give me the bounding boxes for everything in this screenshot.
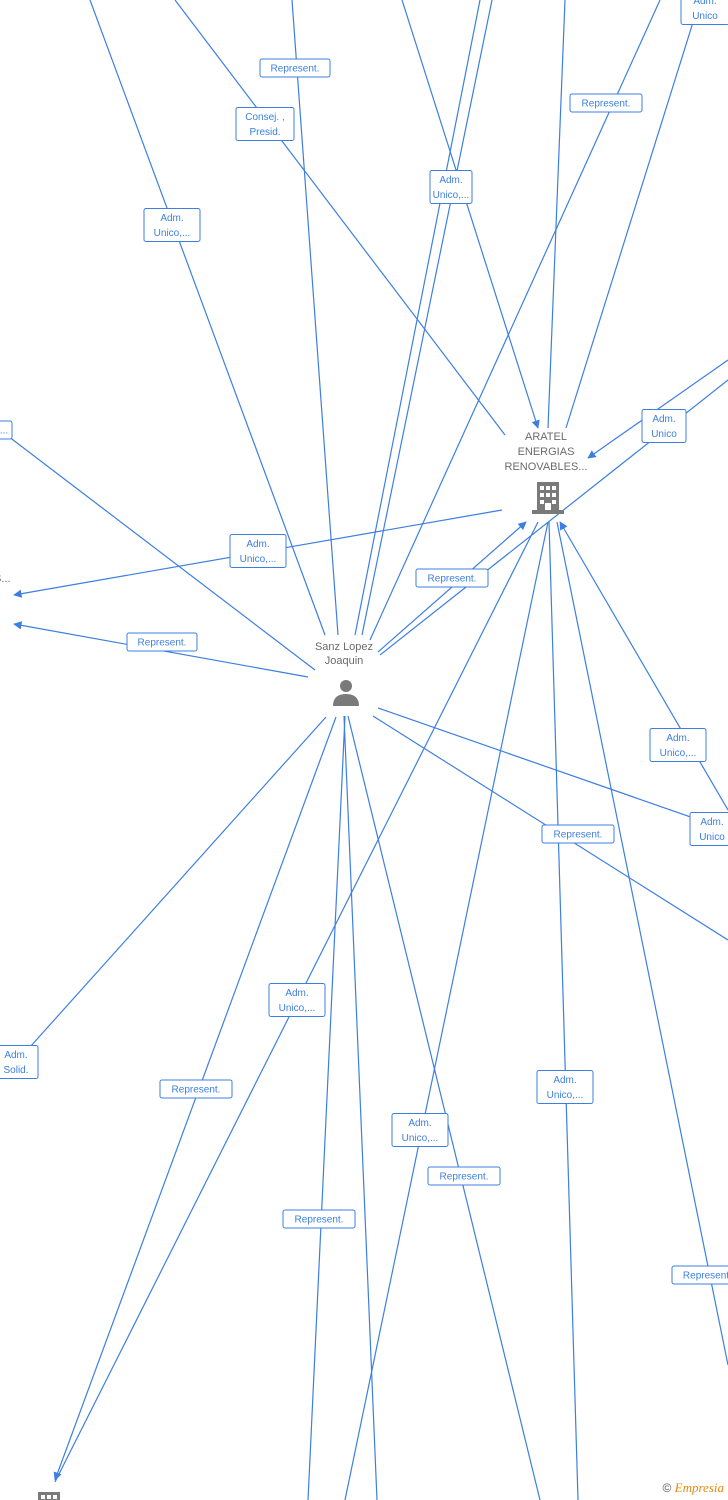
edge-label-text: Unico,... (279, 1003, 316, 1014)
company-name-line-1: ARATEL (525, 431, 567, 443)
edge-label[interactable]: Represent. (541, 824, 615, 844)
company-left-name: S... (0, 573, 11, 585)
copyright-symbol: © (662, 1481, 672, 1495)
edge-label-text: Represent. (271, 64, 320, 75)
relationship-edge (547, 0, 566, 429)
person-icon (333, 680, 359, 706)
company-name-line-3: RENOVABLES... (505, 461, 588, 473)
edge-label-text: Adm. (408, 1118, 431, 1129)
edge-label-text: Unico,... (240, 554, 277, 565)
relationship-edge (89, 0, 326, 636)
edge-label-text: Adm. (652, 414, 675, 425)
edge-label-text: ... (0, 426, 8, 437)
company-node-aratel[interactable]: ARATEL ENERGIAS RENOVABLES... (505, 431, 588, 514)
edge-label[interactable]: Represent. (427, 1166, 501, 1186)
edge-label[interactable]: ... (0, 420, 13, 440)
edge-label[interactable]: Adm. Solid. (0, 1045, 39, 1079)
edge-label-text: Adm. (246, 539, 269, 550)
relationship-edge (361, 0, 493, 636)
edge-label-text: Consej. , (245, 112, 284, 123)
relationship-edge (174, 0, 506, 436)
edge-label[interactable]: Represent. (569, 93, 643, 113)
edge-label-text: Represent. (138, 638, 187, 649)
edge-label[interactable]: Adm. Unico,... (649, 728, 707, 762)
relationship-edge (343, 715, 378, 1500)
relationship-edge (347, 715, 541, 1500)
edge-label-text: Represent. (295, 1215, 344, 1226)
relationship-edge (0, 429, 316, 671)
edge-label-text: Adm. (700, 817, 723, 828)
edge-label[interactable]: Represent. (259, 58, 331, 78)
relationship-edge (565, 0, 701, 429)
building-icon (38, 1492, 60, 1500)
brand-name: Empresia (674, 1480, 724, 1495)
edge-label[interactable]: Adm. Unico (680, 0, 728, 25)
edge-label-text: Solid. (3, 1065, 28, 1076)
edge-label-text: Adm. (693, 0, 716, 7)
edge-label-text: Adm. (4, 1050, 27, 1061)
footer-brand: © Empresia (662, 1480, 724, 1496)
edge-label-text: Unico (651, 429, 677, 440)
graph-nodes: Sanz Lopez Joaquin ARATEL ENERGIAS RENOV… (0, 431, 587, 1500)
edge-label[interactable]: Adm. Unico,... (391, 1113, 449, 1147)
edge-label-text: Represent. (582, 99, 631, 110)
edge-label-text: Represent (683, 1271, 728, 1282)
relationship-edge (556, 521, 728, 1366)
edge-label[interactable]: Adm. Unico,... (268, 983, 326, 1017)
edge-label[interactable]: Represent. (126, 632, 198, 652)
edge-label[interactable]: Adm. Unico,... (229, 534, 287, 568)
edge-label-text: Unico,... (547, 1090, 584, 1101)
relationship-edge (344, 521, 549, 1500)
edge-label-text: Presid. (249, 127, 280, 138)
edge-label[interactable]: Adm. Unico,... (536, 1070, 594, 1104)
relationship-edge (354, 0, 481, 636)
person-node[interactable]: Sanz Lopez Joaquin (315, 641, 373, 706)
relationship-edge (559, 521, 728, 811)
person-name-line-1: Sanz Lopez (315, 641, 373, 653)
edge-label[interactable]: Adm. Unico,... (429, 170, 473, 204)
company-node-bottom[interactable] (38, 1492, 60, 1500)
relationship-edge (548, 521, 579, 1500)
person-name-line-2: Joaquin (325, 655, 364, 667)
relationship-edge (307, 715, 346, 1500)
edge-label[interactable]: Represent. (282, 1209, 356, 1229)
edge-label-text: Represent. (172, 1085, 221, 1096)
relationship-edge (377, 707, 728, 831)
edge-label-text: Represent. (440, 1172, 489, 1183)
edge-label-text: Unico,... (154, 228, 191, 239)
edge-label[interactable]: Adm. Unico (689, 812, 728, 846)
relationship-edge (291, 0, 339, 636)
edge-label-text: Adm. (285, 988, 308, 999)
edge-label-text: Unico,... (660, 748, 697, 759)
edge-label[interactable]: Represent. (159, 1079, 233, 1099)
edge-label[interactable]: Represent. (415, 568, 489, 588)
relationship-edge (401, 0, 540, 429)
edge-label[interactable]: Represent (671, 1265, 728, 1285)
edge-labels: Adm. Unico,... Represent. Consej. , Presid. A… (0, 0, 728, 1285)
edge-label-text: Unico,... (402, 1133, 439, 1144)
edge-label-text: Adm. (439, 175, 462, 186)
edge-label-text: Represent. (428, 574, 477, 585)
building-icon (532, 482, 564, 514)
relationship-edge (29, 716, 327, 1048)
company-name-line-2: ENERGIAS (518, 446, 575, 458)
edge-label-text: Unico (699, 832, 725, 843)
edge-label[interactable]: Adm. Unico,... (143, 208, 201, 242)
edge-label-text: Unico (692, 11, 718, 22)
edge-label-text: Adm. (666, 733, 689, 744)
edge-label-text: Adm. (553, 1075, 576, 1086)
edge-label[interactable]: Consej. , Presid. (235, 107, 295, 141)
edge-label-text: Adm. (160, 213, 183, 224)
edge-label-text: Unico,... (433, 190, 470, 201)
edge-label-text: Represent. (554, 830, 603, 841)
edge-label[interactable]: Adm. Unico (641, 409, 687, 443)
company-node-left-partial[interactable]: S... (0, 573, 11, 585)
